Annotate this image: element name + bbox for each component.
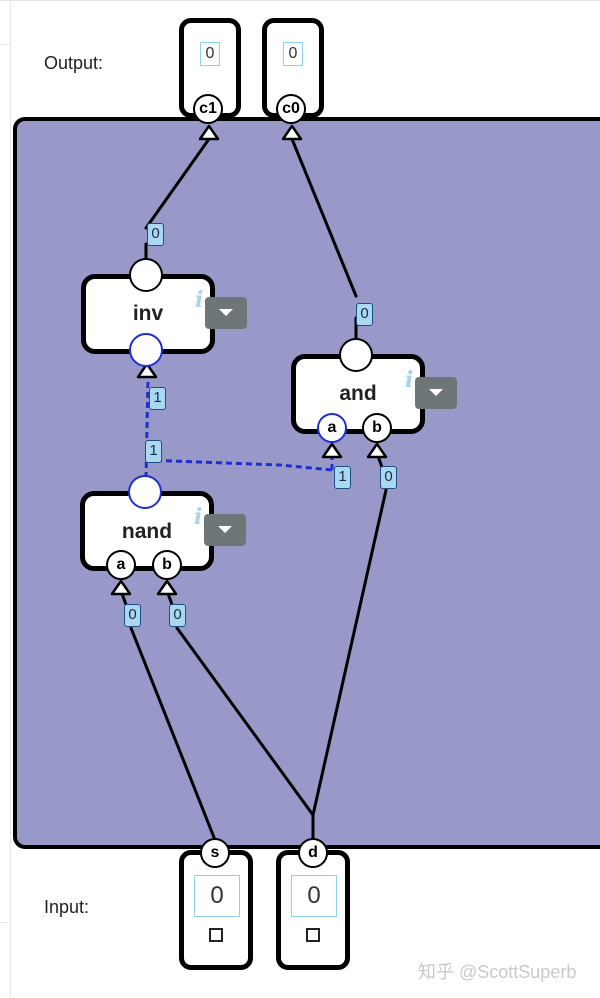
wire-value-and-a: 1 [334,466,351,489]
inv-output-pin[interactable] [129,258,163,292]
circuit-panel[interactable] [13,117,600,849]
watermark: 知乎 @ScottSuperb [418,962,577,982]
and-info-icon[interactable]: i [405,367,414,393]
output-label: Output: [44,53,104,73]
left-divider-tick [0,44,10,45]
nand-b-input-arrow [156,579,178,596]
wire-d-to-nand-b[interactable] [175,626,315,817]
wire-value-and-b: 0 [380,466,397,489]
wire-and-to-c0[interactable] [290,137,358,298]
wire-s-to-nand-a[interactable] [129,626,217,842]
c1-input-arrow [198,124,220,141]
input-s-value[interactable]: 0 [194,875,240,917]
wire-value-and-out: 0 [356,303,373,326]
wire-nand-to-and-a[interactable] [145,458,333,472]
and-gate-label: and [339,382,377,405]
nand-pin-b[interactable]: b [152,550,182,580]
input-s-checkbox[interactable] [209,928,223,942]
wire-nand-to-inv[interactable] [144,377,150,479]
pin-d[interactable]: d [298,838,328,868]
wire-value-nand-a: 0 [124,604,141,627]
nand-pin-a[interactable]: a [106,550,136,580]
and-b-input-arrow [366,442,388,459]
wire-inv-to-c1[interactable] [144,137,211,230]
inv-info-icon[interactable]: i [195,287,204,313]
pin-c1[interactable]: c1 [193,94,223,124]
inv-gate-label: inv [132,302,164,325]
wire-value-inv-in: 1 [149,387,166,410]
c0-input-arrow [281,124,303,141]
left-divider [10,0,11,997]
wire-value-nand-out: 1 [145,440,162,463]
wire-value-nand-b: 0 [169,604,186,627]
nand-info-icon[interactable]: i [194,504,203,530]
wire-d-to-and-b[interactable] [311,488,388,817]
wire-value-inv-out: 0 [147,223,164,246]
input-d-checkbox[interactable] [306,928,320,942]
and-output-pin[interactable] [339,338,373,372]
left-divider-tick [0,922,10,923]
and-a-input-arrow [321,442,343,459]
inv-dropdown-button[interactable] [205,297,247,329]
nand-gate-label: nand [121,520,173,543]
output-c1-value: 0 [200,42,220,66]
pin-s[interactable]: s [200,838,230,868]
and-pin-a[interactable]: a [317,413,347,443]
input-d-value[interactable]: 0 [291,875,337,917]
input-label: Input: [44,897,90,917]
inv-input-arrow [136,362,158,379]
pin-c0[interactable]: c0 [276,94,306,124]
inv-input-pin[interactable] [129,333,163,367]
output-c0-value: 0 [283,42,303,66]
input-d-box: 0 [276,850,350,970]
nand-dropdown-button[interactable] [204,514,246,546]
nand-a-input-arrow [110,579,132,596]
and-pin-b[interactable]: b [362,413,392,443]
input-s-box: 0 [179,850,253,970]
nand-output-pin[interactable] [128,475,162,509]
and-dropdown-button[interactable] [415,377,457,409]
